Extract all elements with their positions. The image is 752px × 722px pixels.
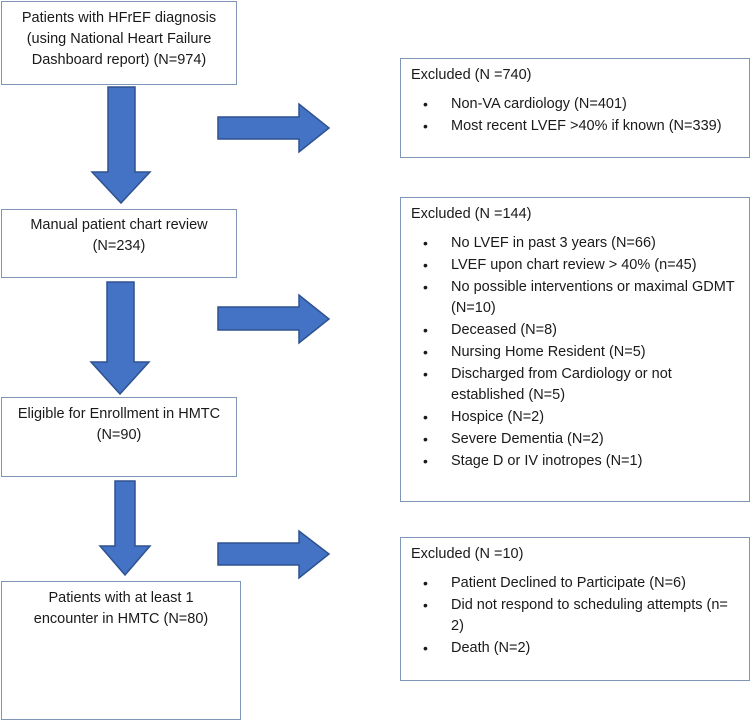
step-box-2: Manual patient chart review (N=234) <box>1 209 237 278</box>
step-box-4: Patients with at least 1 encounter in HM… <box>1 581 241 720</box>
exclusion-1-item: Non-VA cardiology (N=401) <box>411 94 739 115</box>
exclusion-2-item: Severe Dementia (N=2) <box>411 429 739 450</box>
step-1-line-2: (using National Heart Failure <box>26 31 212 47</box>
exclusion-3-list: Patient Declined to Participate (N=6) Di… <box>411 573 739 659</box>
step-4-line-1: Patients with at least 1 <box>48 590 194 606</box>
right-arrow-1 <box>217 102 331 154</box>
right-arrow-3 <box>217 529 331 580</box>
exclusion-box-3: Excluded (N =10) Patient Declined to Par… <box>400 537 750 681</box>
exclusion-2-item: Hospice (N=2) <box>411 407 739 428</box>
exclusion-3-item: Did not respond to scheduling attempts (… <box>411 595 739 637</box>
step-1-line-3: Dashboard report) (N=974) <box>31 52 207 68</box>
step-3-line-2: (N=90) <box>96 427 142 443</box>
exclusion-2-list: No LVEF in past 3 years (N=66) LVEF upon… <box>411 233 739 472</box>
exclusion-1-list: Non-VA cardiology (N=401) Most recent LV… <box>411 94 739 137</box>
down-arrow-2 <box>89 281 151 396</box>
step-2-line-1: Manual patient chart review <box>30 217 208 233</box>
exclusion-1-item: Most recent LVEF >40% if known (N=339) <box>411 116 739 137</box>
down-arrow-1 <box>90 86 152 205</box>
exclusion-2-title: Excluded (N =144) <box>411 206 532 222</box>
step-box-3: Eligible for Enrollment in HMTC (N=90) <box>1 397 237 477</box>
step-3-line-1: Eligible for Enrollment in HMTC <box>17 406 221 422</box>
exclusion-box-2: Excluded (N =144) No LVEF in past 3 year… <box>400 197 750 502</box>
step-2-line-2: (N=234) <box>92 238 146 254</box>
exclusion-2-item: No possible interventions or maximal GDM… <box>411 277 739 319</box>
exclusion-3-item: Death (N=2) <box>411 638 739 659</box>
exclusion-3-item: Patient Declined to Participate (N=6) <box>411 573 739 594</box>
step-1-line-1: Patients with HFrEF diagnosis <box>21 10 217 26</box>
step-box-1: Patients with HFrEF diagnosis (using Nat… <box>1 1 237 85</box>
down-arrow-3 <box>98 480 152 577</box>
exclusion-2-item: No LVEF in past 3 years (N=66) <box>411 233 739 254</box>
exclusion-2-item: Nursing Home Resident (N=5) <box>411 342 739 363</box>
step-4-line-2: encounter in HMTC (N=80) <box>33 611 209 627</box>
exclusion-2-item: LVEF upon chart review > 40% (n=45) <box>411 255 739 276</box>
exclusion-2-item: Deceased (N=8) <box>411 320 739 341</box>
exclusion-3-title: Excluded (N =10) <box>411 546 524 562</box>
exclusion-2-item: Discharged from Cardiology or not establ… <box>411 364 739 406</box>
right-arrow-2 <box>217 293 331 345</box>
exclusion-2-item: Stage D or IV inotropes (N=1) <box>411 451 739 472</box>
exclusion-1-title: Excluded (N =740) <box>411 67 532 83</box>
exclusion-box-1: Excluded (N =740) Non-VA cardiology (N=4… <box>400 58 750 158</box>
